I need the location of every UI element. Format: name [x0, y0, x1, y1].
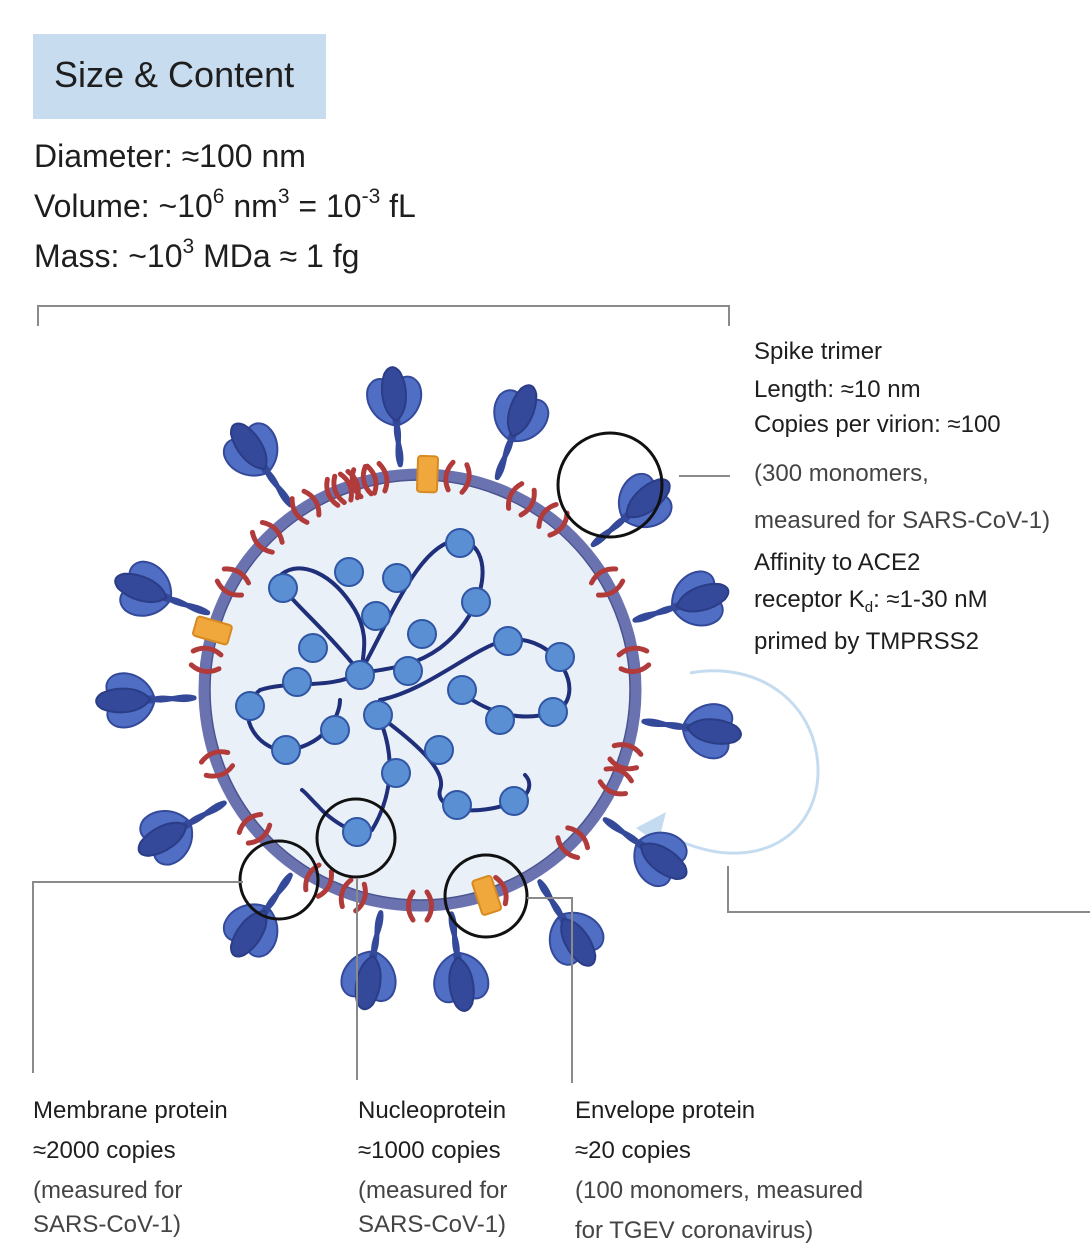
nucleoprotein-bead [545, 642, 575, 672]
nucleoprotein-bead [407, 619, 437, 649]
nucleoprotein-bead [499, 786, 529, 816]
envelope-copies: ≈20 copies [575, 1137, 691, 1164]
nucleoprotein-bead [493, 626, 523, 656]
envelope-leader-line [527, 897, 573, 1083]
nucleoprotein-bead [361, 601, 391, 631]
spike-note-2: measured for SARS-CoV-1) [754, 507, 1051, 534]
spike-trimer [337, 908, 407, 1014]
nucleoprotein-bead [424, 735, 454, 765]
membrane-copies: ≈2000 copies [33, 1137, 176, 1164]
nucleoprotein-bead [442, 790, 472, 820]
nucleoprotein-bead [268, 573, 298, 603]
spike-primed: primed by TMPRSS2 [754, 628, 979, 655]
spike-trimer [212, 409, 312, 520]
spike-trimer [472, 376, 556, 487]
membrane-highlight-circle [238, 839, 320, 921]
nucleoprotein-bead [381, 758, 411, 788]
envelope-note-1: (100 monomers, measured [575, 1177, 864, 1204]
rotation-leader-line [727, 866, 1090, 913]
spike-trimer [590, 798, 701, 898]
spike-affinity-2: receptor Kd: ≈1-30 nM [754, 586, 988, 616]
nucleoprotein-bead [393, 656, 423, 686]
membrane-title: Membrane protein [33, 1097, 228, 1124]
nucleo-copies: ≈1000 copies [358, 1137, 501, 1164]
nucleo-note-2: SARS-CoV-1) [358, 1211, 507, 1238]
nucleo-note-1: (measured for [358, 1177, 508, 1204]
spike-title: Spike trimer [754, 338, 883, 365]
spike-trimer [517, 867, 615, 979]
size-bracket [37, 305, 730, 326]
nucleoprotein-bead [298, 633, 328, 663]
spike-trimer [365, 365, 427, 467]
rotation-arrow [654, 669, 820, 855]
header-box [33, 34, 326, 119]
nucleo-title: Nucleoprotein [358, 1097, 507, 1124]
header-title: Size & Content [54, 54, 295, 95]
nucleoproteins [235, 528, 575, 847]
spike-trimer [576, 461, 686, 565]
nucleoprotein-bead [271, 735, 301, 765]
membrane-note-2: SARS-CoV-1) [33, 1211, 182, 1238]
nucleoprotein-bead [382, 563, 412, 593]
volume-stat: Volume: ~106 nm3 = 10-3 fL [34, 185, 416, 224]
nucleoprotein-bead [363, 700, 393, 730]
nucleoprotein-bead [445, 528, 475, 558]
membrane-leader-line [32, 881, 243, 1073]
spike-trimer [627, 564, 737, 646]
envelope-highlight-circle [443, 853, 529, 939]
spike-trimer [95, 671, 195, 728]
nucleoprotein-bead [345, 660, 375, 690]
spike-highlight-circle [556, 431, 664, 539]
nucleoprotein-bead [342, 817, 372, 847]
nucleoprotein-bead [485, 705, 515, 735]
nucleoprotein-bead [461, 587, 491, 617]
envelope-title: Envelope protein [575, 1097, 756, 1124]
spike-trimer [126, 780, 238, 876]
spike-trimer [640, 695, 745, 762]
nucleoprotein-bead [447, 675, 477, 705]
nucleoprotein-bead [235, 691, 265, 721]
membrane-note-1: (measured for [33, 1177, 183, 1204]
spike-affinity-1: Affinity to ACE2 [754, 549, 921, 576]
envelope-note-2: for TGEV coronavirus) [575, 1217, 814, 1244]
nucleoprotein-bead [320, 715, 350, 745]
nucleoprotein-bead [334, 557, 364, 587]
spike-copies: Copies per virion: ≈100 [754, 411, 1001, 438]
diameter-stat: Diameter: ≈100 nm [34, 138, 306, 174]
spike-length: Length: ≈10 nm [754, 376, 921, 403]
nucleoprotein-bead [538, 697, 568, 727]
nucleo-highlight-circle [315, 797, 397, 879]
envelope-protein [415, 454, 440, 494]
mass-stat: Mass: ~103 MDa ≈ 1 fg [34, 235, 360, 274]
nucleoprotein-bead [282, 667, 312, 697]
spike-note-1: (300 monomers, [754, 460, 929, 487]
